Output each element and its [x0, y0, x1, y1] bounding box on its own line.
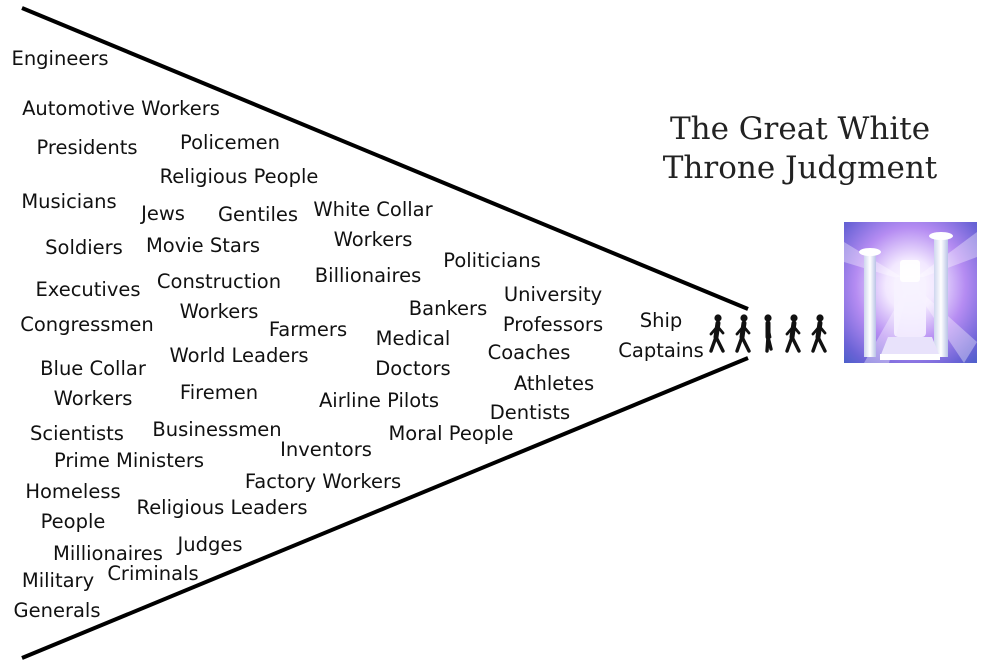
label-world-leaders: World Leaders: [169, 344, 309, 367]
label-white-collar-workers: Workers: [333, 228, 413, 251]
label-scientists: Scientists: [30, 422, 124, 445]
label-farmers: Farmers: [268, 318, 348, 341]
label-religious-people: Religious People: [159, 165, 319, 188]
title-line-2: Throne Judgment: [662, 150, 938, 186]
label-airline-pilots: Airline Pilots: [318, 389, 440, 412]
title-line-1: The Great White: [669, 111, 931, 147]
label-firemen: Firemen: [179, 381, 259, 404]
label-homeless-people: People: [40, 510, 106, 533]
label-judges: Judges: [177, 533, 243, 556]
label-military: Military: [21, 569, 95, 592]
label-athletes: Athletes: [513, 372, 595, 395]
walking-people-icon: [708, 310, 838, 355]
funnel-lower-line: [21, 356, 749, 660]
label-dentists: Dentists: [489, 401, 571, 424]
diagram-title: The Great White Throne Judgment: [663, 110, 938, 188]
label-automotive-workers: Automotive Workers: [22, 97, 220, 120]
label-criminals: Criminals: [107, 562, 199, 585]
label-soldiers: Soldiers: [45, 236, 123, 259]
label-blue-collar: Blue Collar: [40, 357, 146, 380]
label-gentiles: Gentiles: [217, 203, 299, 226]
label-engineers: Engineers: [11, 47, 109, 70]
label-presidents: Presidents: [36, 136, 138, 159]
label-university: University: [503, 283, 603, 306]
label-bankers: Bankers: [408, 297, 488, 320]
label-construction-workers: Workers: [179, 300, 259, 323]
label-congressmen: Congressmen: [20, 313, 154, 336]
label-movie-stars: Movie Stars: [145, 234, 261, 257]
label-moral-people: Moral People: [388, 422, 514, 445]
label-medical-doctors: Doctors: [375, 357, 451, 380]
label-ship: Ship: [639, 309, 683, 332]
label-politicians: Politicians: [443, 249, 541, 272]
label-ship-captains: Captains: [618, 339, 704, 362]
label-millionaires: Millionaires: [53, 542, 163, 565]
white-throne-image: [844, 222, 977, 363]
label-businessmen: Businessmen: [152, 418, 282, 441]
label-inventors: Inventors: [280, 438, 372, 461]
label-medical: Medical: [375, 327, 451, 350]
label-coaches: Coaches: [487, 341, 571, 364]
label-university-professors: Professors: [502, 313, 604, 336]
label-construction: Construction: [156, 270, 282, 293]
label-homeless: Homeless: [25, 480, 121, 503]
label-jews: Jews: [141, 202, 185, 225]
label-musicians: Musicians: [21, 190, 117, 213]
label-factory-workers: Factory Workers: [244, 470, 402, 493]
funnel-upper-line: [21, 6, 749, 311]
label-blue-collar-workers: Workers: [53, 387, 133, 410]
label-white-collar: White Collar: [313, 198, 433, 221]
label-religious-leaders: Religious Leaders: [136, 496, 308, 519]
label-prime-ministers: Prime Ministers: [53, 449, 205, 472]
label-billionaires: Billionaires: [314, 264, 422, 287]
label-generals: Generals: [13, 599, 101, 622]
label-policemen: Policemen: [180, 131, 280, 154]
label-executives: Executives: [35, 278, 141, 301]
